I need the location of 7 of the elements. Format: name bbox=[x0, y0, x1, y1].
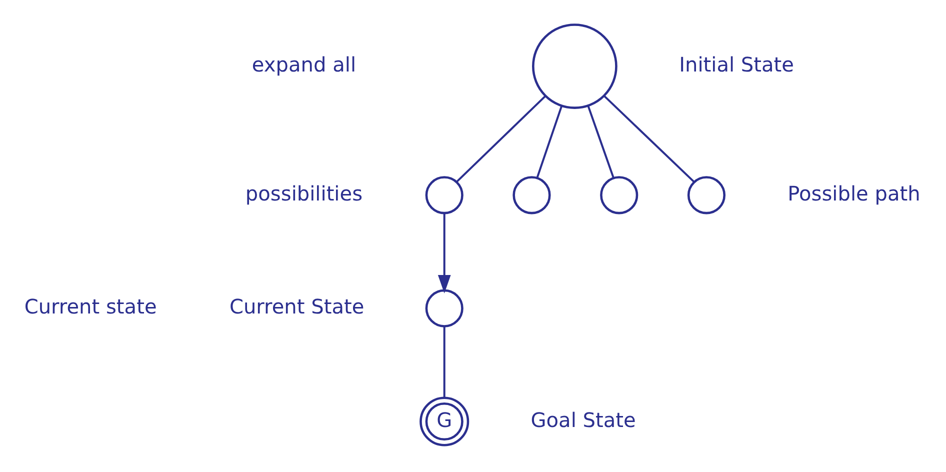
node-label: Goal State bbox=[530, 408, 636, 432]
node-label: Possible path bbox=[788, 181, 920, 206]
node-label: Initial State bbox=[679, 52, 794, 77]
node-label: Current state bbox=[24, 294, 157, 319]
node-label: Current State bbox=[229, 294, 364, 319]
node-label: possibilities bbox=[245, 181, 363, 206]
label: expand all bbox=[252, 52, 356, 77]
